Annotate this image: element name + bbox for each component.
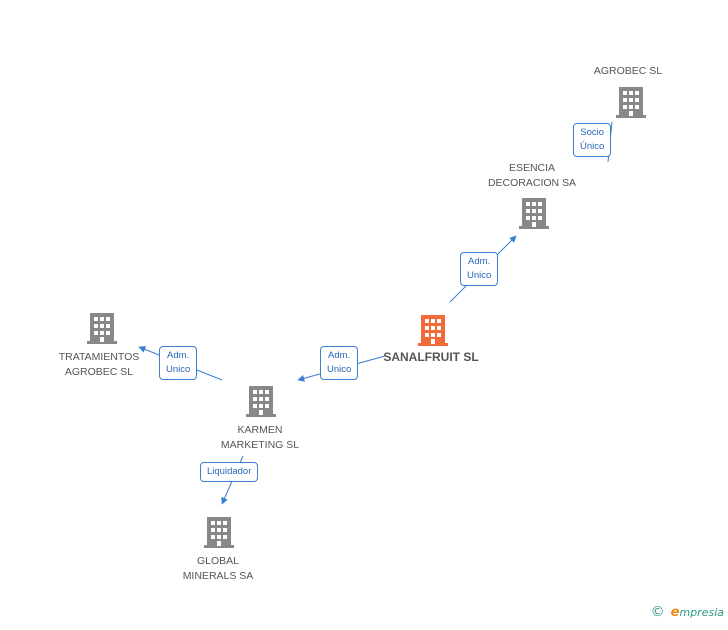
building-icon [519,198,549,229]
building-icon-main [418,315,448,346]
relation-adm-unico-esencia[interactable]: Adm. Unico [460,252,499,286]
node-karmen[interactable]: KARMEN MARKETING SL [204,423,316,453]
node-label: SANALFRUIT SL [383,350,479,364]
building-icon [616,87,646,118]
node-label: KARMEN MARKETING SL [220,424,300,451]
brand-initial: e [670,605,680,620]
relation-adm-unico-karmen[interactable]: Adm. Unico [320,346,359,380]
node-label: AGROBEC SL [593,65,663,77]
building-icon [204,517,234,548]
node-label: ESENCIA DECORACION SA [487,162,577,189]
node-esencia[interactable]: ESENCIA DECORACION SA [470,161,594,191]
node-label: TRATAMIENTOS AGROBEC SL [58,351,140,378]
node-sanalfruit[interactable]: SANALFRUIT SL [378,350,484,365]
copyright-icon: © [650,604,665,620]
relation-adm-unico-tratamientos[interactable]: Adm. Unico [159,346,198,380]
relation-liquidador[interactable]: Liquidador [200,462,259,482]
empresia-logo[interactable]: © empresia [651,604,724,620]
node-agrobec[interactable]: AGROBEC SL [578,64,678,79]
node-global[interactable]: GLOBAL MINERALS SA [162,554,274,584]
brand-name: mpresia [679,606,724,619]
node-label: GLOBAL MINERALS SA [182,555,254,582]
building-icon [87,313,117,344]
building-icon [246,386,276,417]
relation-socio-unico[interactable]: Socio Único [573,123,612,157]
node-tratamientos[interactable]: TRATAMIENTOS AGROBEC SL [40,350,158,380]
